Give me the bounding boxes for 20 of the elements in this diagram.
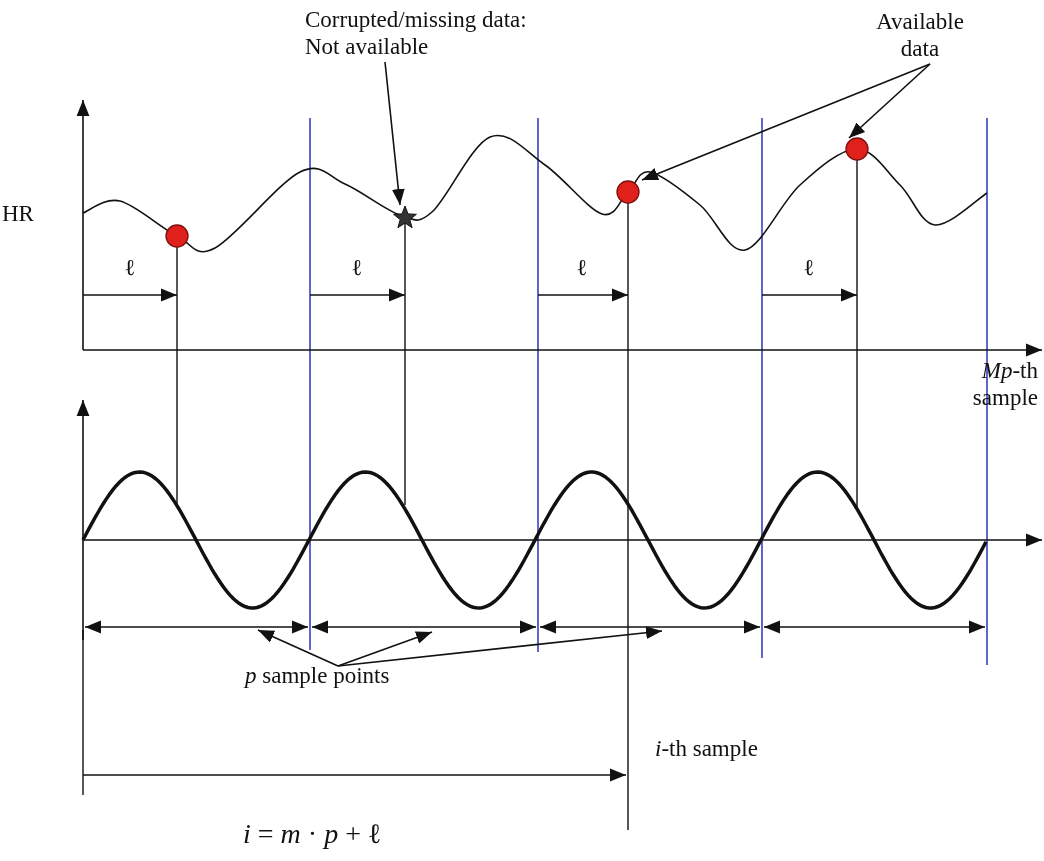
data-point-marker bbox=[616, 180, 640, 204]
data-point-marker bbox=[165, 224, 189, 248]
sample-label: i-th sample bbox=[655, 735, 759, 762]
leader-line bbox=[257, 629, 339, 667]
leader-line bbox=[337, 626, 663, 667]
leader-line bbox=[848, 63, 931, 139]
leader-line bbox=[337, 631, 433, 667]
leader-line bbox=[384, 61, 405, 206]
annotation-text: Corrupted/missing data: Not available bbox=[305, 6, 545, 60]
formula: i = m · p + ℓ bbox=[243, 817, 383, 851]
annotation-text: p sample points bbox=[245, 662, 445, 689]
data-point-marker bbox=[845, 137, 869, 161]
offset-label: ℓ bbox=[350, 254, 364, 281]
leader-line bbox=[641, 63, 931, 181]
annotation-text: Available data bbox=[855, 8, 985, 62]
axis-label: HR bbox=[2, 200, 35, 227]
missing-data-star bbox=[393, 205, 417, 229]
offset-label: ℓ bbox=[802, 254, 816, 281]
offset-label: ℓ bbox=[123, 254, 137, 281]
offset-label: ℓ bbox=[575, 254, 589, 281]
